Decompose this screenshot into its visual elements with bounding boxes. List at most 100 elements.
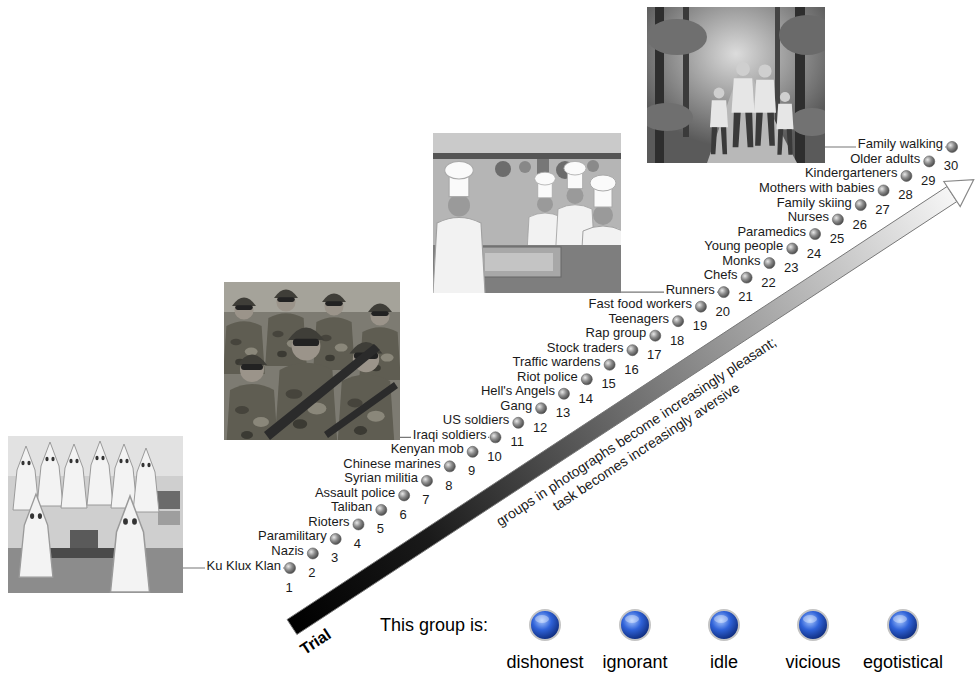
group-name: Rioters (306, 514, 351, 529)
trial-number: 24 (807, 246, 821, 261)
trial-number: 30 (944, 158, 958, 173)
radio-button (530, 610, 560, 640)
chefs-photo-part (433, 133, 621, 155)
radio-highlight (535, 615, 549, 623)
radio-button (888, 610, 918, 640)
chefs-photo-part (495, 161, 511, 177)
trial-number: 11 (511, 434, 525, 449)
trial-dot (878, 185, 889, 196)
group-name: Mothers with babies (757, 180, 877, 195)
trial-number: 13 (556, 405, 570, 420)
radio-button (709, 610, 739, 640)
trial-dot (924, 156, 935, 167)
group-name: Assault police (313, 485, 397, 500)
trial-dot (741, 272, 752, 283)
option-label: ignorant (602, 652, 667, 673)
soldiers-photo-part (264, 344, 380, 440)
family-photo-part (779, 15, 835, 55)
trial-dot (832, 214, 843, 225)
family-photo-part (777, 92, 794, 155)
trial-dot (444, 461, 455, 472)
trial-arrow (287, 180, 974, 635)
trial-number: 6 (400, 507, 407, 522)
trial-arrow-part (287, 187, 957, 635)
chefs-photo-part (433, 153, 621, 159)
trial-number: 16 (624, 362, 638, 377)
question-text: This group is: (380, 615, 488, 636)
family-photo-part (710, 88, 728, 155)
option-label: dishonest (506, 652, 583, 673)
group-name: Paramilitary (256, 528, 329, 543)
klan-photo (8, 436, 183, 593)
trial-number: 7 (422, 492, 429, 507)
chefs-photo-part (477, 247, 561, 277)
group-name: Nazis (269, 543, 306, 558)
trial-dots (285, 141, 958, 573)
leader-lines (183, 147, 946, 568)
klan-photo-part (19, 494, 53, 577)
radio-button (798, 610, 828, 640)
trial-number: 18 (670, 333, 684, 348)
trial-dot (695, 301, 706, 312)
family-photo-part (732, 62, 755, 147)
klan-photo-part (87, 441, 113, 505)
chefs-photo (433, 133, 627, 301)
klan-photo-part (111, 496, 150, 592)
radio-highlight (893, 615, 907, 623)
trial-number: 14 (579, 391, 593, 406)
trial-dot (901, 170, 912, 181)
chefs-photo-part (485, 253, 553, 271)
trial-number: 8 (445, 478, 452, 493)
klan-photo-part (111, 444, 137, 508)
group-name: Paramedics (735, 224, 808, 239)
trial-dot (604, 359, 615, 370)
group-name: Taliban (329, 499, 374, 514)
group-name: Chinese marines (341, 456, 443, 471)
trial-dot (536, 403, 547, 414)
trial-number: 20 (716, 304, 730, 319)
trial-arrow-part (944, 180, 974, 207)
trial-dot (764, 258, 775, 269)
soldiers-photo-part (313, 294, 355, 370)
klan-photo-part (156, 491, 180, 509)
trial-dot (581, 374, 592, 385)
trial-number: 19 (693, 318, 707, 333)
option-label: egotistical (863, 652, 943, 673)
trial-dot (787, 243, 798, 254)
trial-dot (947, 141, 958, 152)
family-photo-part (754, 64, 776, 145)
trial-number: 22 (761, 275, 775, 290)
trial-number: 21 (738, 289, 752, 304)
klan-photo-part (70, 530, 98, 548)
klan-photo-part (61, 444, 87, 508)
group-name: Runners (664, 282, 717, 297)
trial-dot (467, 446, 478, 457)
group-name: Riot police (515, 369, 580, 384)
trial-number: 10 (487, 449, 501, 464)
trial-dot (421, 475, 432, 486)
group-name: Rap group (584, 325, 649, 340)
trial-dot (376, 504, 387, 515)
trial-number: 9 (468, 463, 475, 478)
trial-number: 4 (354, 536, 361, 551)
trial-number: 25 (830, 231, 844, 246)
trial-dot (330, 533, 341, 544)
family-photo (641, 7, 835, 163)
trial-dot (490, 432, 501, 443)
group-name: Young people (702, 238, 785, 253)
trial-number: 1 (285, 580, 292, 595)
group-name: Chefs (702, 267, 740, 282)
trial-number: 17 (647, 347, 661, 362)
group-name: Nurses (786, 209, 831, 224)
trial-dot (855, 200, 866, 211)
trial-number: 12 (533, 420, 547, 435)
chefs-photo-part (519, 161, 531, 173)
group-name: Kindergarteners (803, 165, 900, 180)
trial-number: 2 (308, 565, 315, 580)
radio-highlight (625, 615, 639, 623)
trial-number: 5 (377, 521, 384, 536)
trial-dot (513, 417, 524, 428)
group-name: Iraqi soldiers (411, 427, 489, 442)
group-name: Stock traders (545, 340, 626, 355)
